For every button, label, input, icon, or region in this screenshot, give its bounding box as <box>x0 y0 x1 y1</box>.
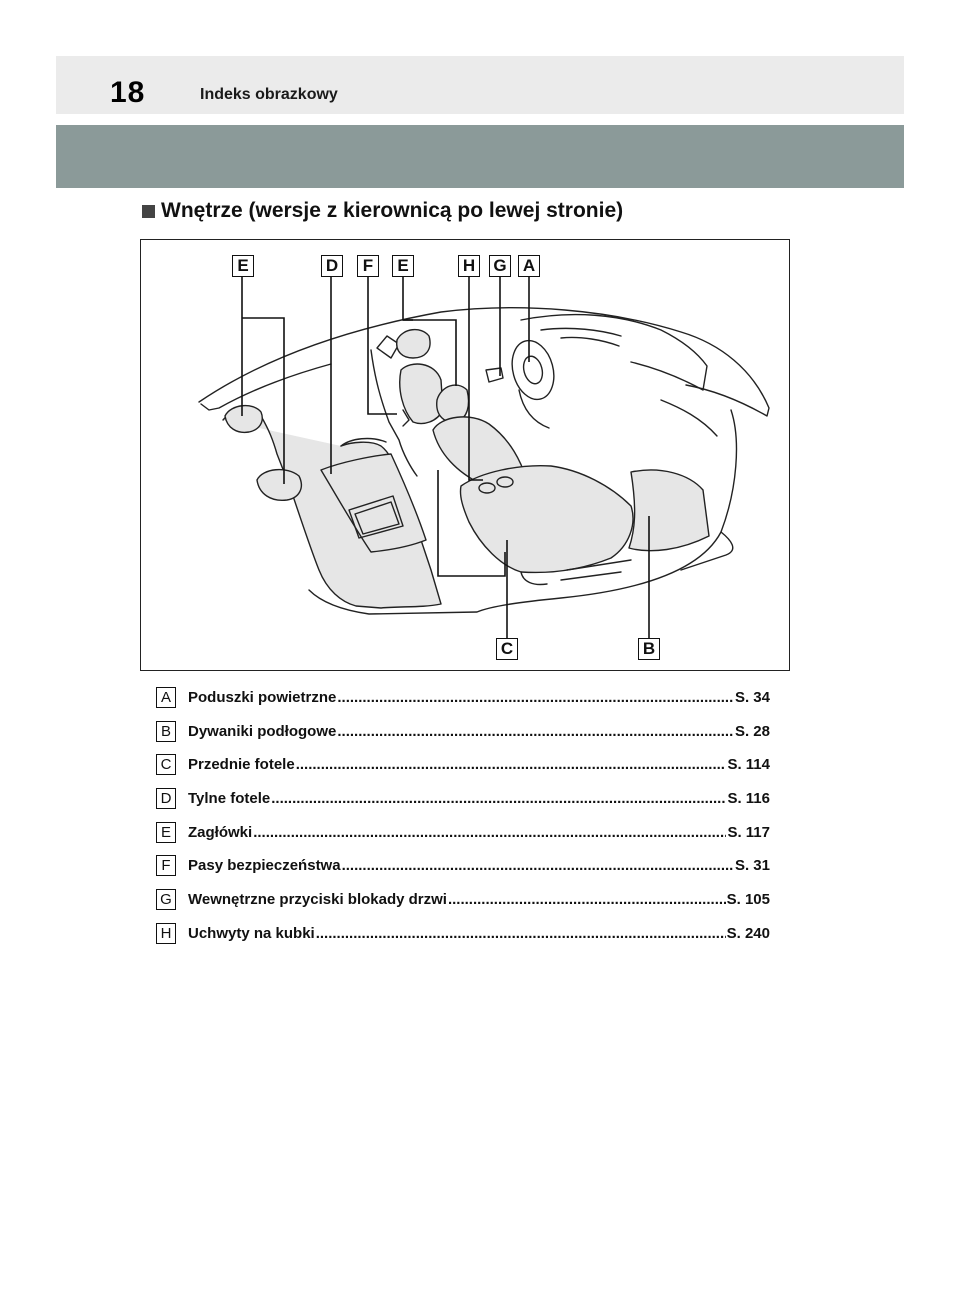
legend-page-ref: S. 28 <box>734 722 770 740</box>
figure-label-d: D <box>321 255 343 277</box>
figure-label-a: A <box>518 255 540 277</box>
legend-label: Zagłówki <box>188 823 253 841</box>
legend-item[interactable]: C Przednie fotele S. 114 <box>156 754 770 788</box>
section-name: Indeks obrazkowy <box>200 86 338 103</box>
legend-page-ref: S. 114 <box>727 756 770 774</box>
legend-item[interactable]: H Uchwyty na kubki S. 240 <box>156 922 770 957</box>
legend-item[interactable]: A Poduszki powietrzne S. 34 <box>156 687 770 721</box>
figure-label-e-right: E <box>392 255 414 277</box>
legend-label: Dywaniki podłogowe <box>188 722 337 740</box>
legend-page-ref: S. 31 <box>734 857 770 875</box>
legend-page-ref: S. 117 <box>727 823 770 841</box>
figure-label-f: F <box>357 255 379 277</box>
header-band <box>56 56 904 114</box>
legend-item[interactable]: G Wewnętrzne przyciski blokady drzwi S. 1… <box>156 889 770 923</box>
legend-page-ref: S. 240 <box>726 924 770 942</box>
legend-letter: G <box>156 889 176 911</box>
legend-label: Poduszki powietrzne <box>188 689 337 706</box>
dashboard-outline <box>520 313 708 391</box>
legend-page-ref: S. 34 <box>734 689 770 706</box>
legend-list: A Poduszki powietrzne S. 34 B Dywaniki po… <box>156 687 770 957</box>
figure-label-c: C <box>496 638 518 660</box>
legend-item[interactable]: D Tylne fotele S. 116 <box>156 788 770 822</box>
section-heading: Wnętrze (wersje z kierownicą po lewej st… <box>142 199 623 223</box>
legend-letter: D <box>156 788 176 810</box>
legend-item[interactable]: E Zagłówki S. 117 <box>156 821 770 856</box>
legend-page-ref: S. 116 <box>727 790 770 808</box>
legend-letter: B <box>156 720 176 742</box>
legend-page-ref: S. 105 <box>726 891 770 909</box>
legend-label: Pasy bezpieczeństwa <box>188 857 341 875</box>
car-body-outline <box>198 307 770 417</box>
gray-banner <box>56 125 904 188</box>
figure-label-g: G <box>489 255 511 277</box>
legend-letter: E <box>156 821 176 843</box>
steering-wheel-outline <box>511 339 555 401</box>
legend-item[interactable]: F Pasy bezpieczeństwa S. 31 <box>156 855 770 889</box>
legend-letter: A <box>156 687 176 708</box>
figure-label-e-left: E <box>232 255 254 277</box>
bullet-square-icon <box>142 204 155 218</box>
section-heading-text: Wnętrze (wersje z kierownicą po lewej st… <box>161 199 624 222</box>
legend-letter: H <box>156 922 176 944</box>
interior-drawing <box>198 277 770 638</box>
figure-label-b: B <box>638 638 660 660</box>
interior-illustration: E D F E H G A C B <box>140 239 790 671</box>
legend-label: Tylne fotele <box>188 790 271 808</box>
legend-letter: F <box>156 855 176 877</box>
legend-label: Uchwyty na kubki <box>188 924 315 942</box>
figure-label-h: H <box>458 255 480 277</box>
legend-letter: C <box>156 754 176 776</box>
page-number: 18 <box>110 76 146 109</box>
legend-label: Przednie fotele <box>188 756 295 774</box>
legend-label: Wewnętrzne przyciski blokady drzwi <box>188 891 447 909</box>
legend-item[interactable]: B Dywaniki podłogowe S. 28 <box>156 720 770 755</box>
